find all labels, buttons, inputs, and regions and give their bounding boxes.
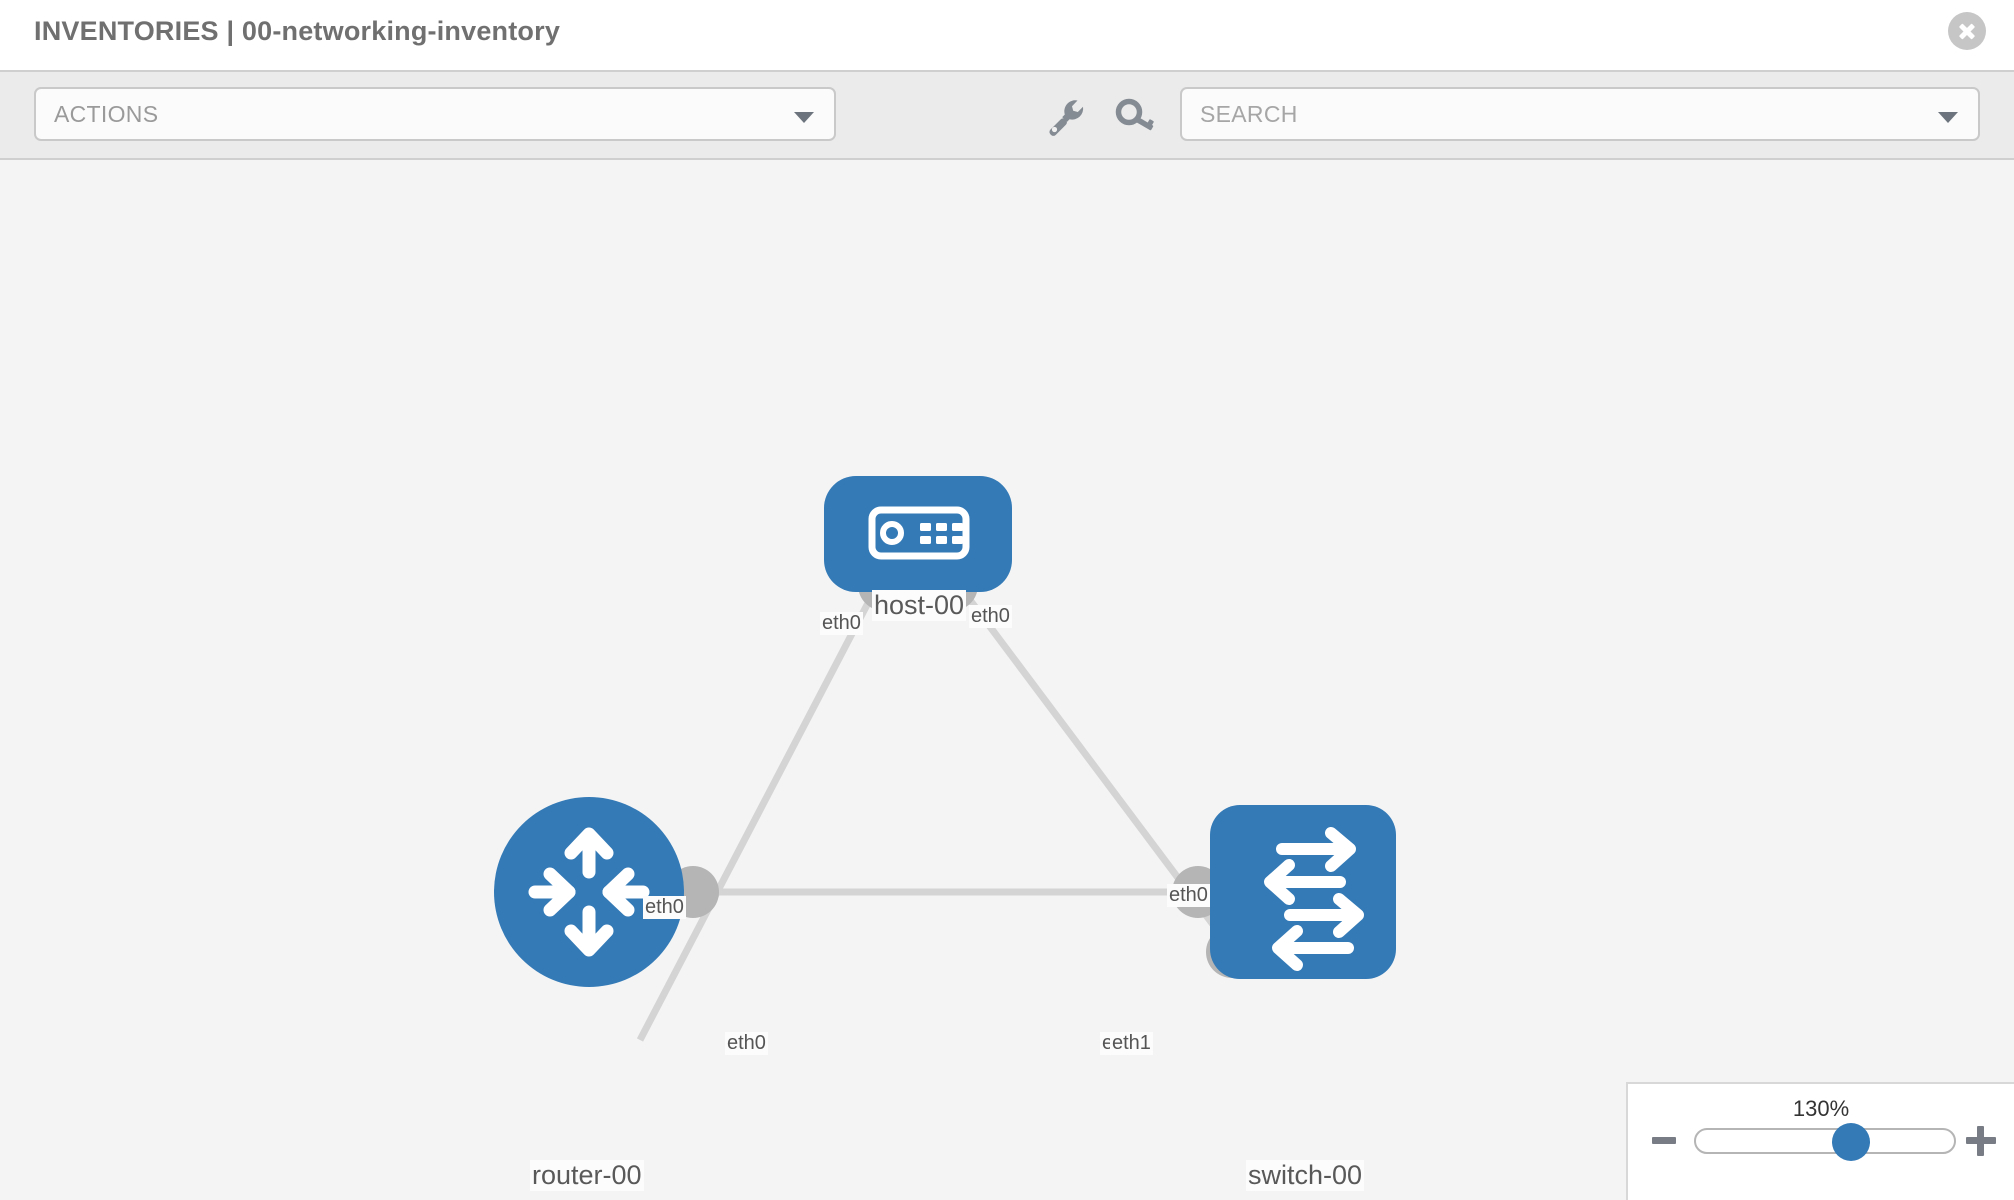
search-input[interactable]: SEARCH [1180,87,1980,141]
link-host-router [636,578,884,1042]
actions-dropdown-label: ACTIONS [54,101,159,127]
topology-graph [494,476,1396,1042]
iface-label-switch-left-b: eth1 [1110,1032,1153,1055]
node-label-switch-00: switch-00 [1246,1160,1365,1191]
iface-label-switch-up: eth0 [1167,884,1210,907]
toolbar: ACTIONS SEARCH [0,70,2014,160]
iface-label-router-up: eth0 [643,896,686,919]
zoom-slider-thumb[interactable] [1831,1123,1870,1161]
wrench-icon[interactable] [1043,94,1089,140]
chevron-down-icon [794,112,814,123]
page-header: INVENTORIES | 00-networking-inventory [0,0,2014,70]
topology-canvas[interactable]: host-00 router-00 switch-00 eth0 eth0 et… [0,160,2014,1200]
search-placeholder: SEARCH [1200,101,1298,127]
zoom-level-value: 130% [1792,1096,1850,1121]
zoom-slider[interactable] [1694,1123,1956,1161]
page-title: INVENTORIES | 00-networking-inventory [34,16,561,46]
node-switch-00[interactable] [1210,805,1396,979]
actions-dropdown[interactable]: ACTIONS [34,87,836,141]
node-label-host-00: host-00 [872,590,967,621]
key-icon[interactable] [1113,94,1159,140]
zoom-in-icon[interactable] [1966,1126,1996,1156]
zoom-control-panel: 130% [1626,1082,2014,1200]
node-router-00[interactable] [494,797,684,987]
zoom-out-icon[interactable] [1652,1126,1676,1156]
node-host-00[interactable] [824,476,1012,592]
close-icon[interactable] [1948,12,1986,50]
iface-label-host-left: eth0 [820,612,863,635]
iface-label-router-right: eth0 [725,1032,768,1055]
node-label-router-00: router-00 [530,1160,644,1191]
iface-label-host-right: eth0 [969,605,1012,628]
chevron-down-icon [1938,112,1958,123]
